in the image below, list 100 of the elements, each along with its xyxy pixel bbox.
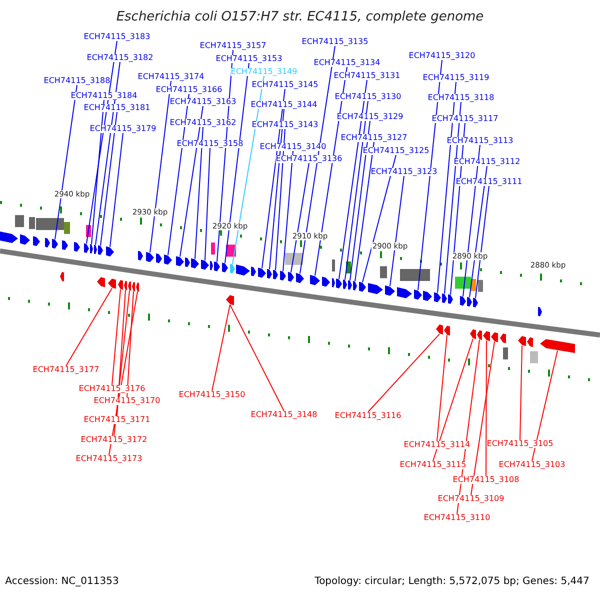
- gene-label: ECH74115_3158: [176, 140, 244, 148]
- gene-label: ECH74115_3127: [340, 134, 408, 142]
- gene-symbol: [214, 262, 220, 272]
- gene-symbol: [470, 329, 476, 340]
- leader-line: [100, 112, 118, 246]
- leader-line: [150, 80, 172, 253]
- gene-symbol: [397, 287, 412, 298]
- leader-line: [91, 100, 104, 245]
- gene-label: ECH74115_3182: [86, 54, 154, 62]
- gene-label: ECH74115_3188: [44, 77, 110, 85]
- gene-symbol: [128, 281, 131, 291]
- gene-symbol: [296, 272, 304, 284]
- gene-label: ECH74115_3111: [456, 178, 522, 186]
- gene-symbol: [106, 246, 114, 256]
- gene-symbol: [385, 285, 395, 296]
- gene-symbol: [527, 337, 533, 348]
- leader-line: [469, 166, 488, 298]
- leader-line: [350, 120, 370, 281]
- gene-label: ECH74115_3144: [250, 101, 318, 109]
- accession-text: Accession: NC_011353: [5, 577, 119, 587]
- gene-label: ECH74115_3145: [252, 81, 318, 89]
- leader-line: [95, 62, 120, 246]
- gene-label: ECH74115_3105: [486, 440, 554, 448]
- gene-symbol: [136, 282, 139, 292]
- gene-label: ECH74115_3170: [94, 397, 160, 405]
- gene-label: ECH74115_3172: [80, 436, 148, 444]
- gene-symbol: [518, 336, 526, 346]
- gene-label: ECH74115_3119: [422, 74, 490, 82]
- leader-line: [66, 288, 112, 366]
- gene-symbol: [414, 290, 422, 300]
- gene-symbol: [448, 294, 453, 304]
- gene-label: ECH74115_3125: [362, 147, 430, 155]
- gene-symbol: [156, 253, 162, 264]
- gene-label: ECH74115_3184: [70, 92, 138, 100]
- gene-symbol: [74, 242, 80, 252]
- leader-line: [470, 341, 495, 496]
- gene-symbol: [62, 240, 68, 250]
- leader-line: [269, 108, 284, 270]
- gene-label: ECH74115_3110: [424, 514, 490, 522]
- leader-line: [300, 46, 336, 274]
- leader-line: [486, 340, 487, 476]
- gene-symbol: [436, 324, 443, 334]
- gene-label: ECH74115_3103: [498, 461, 566, 469]
- leader-line: [532, 350, 558, 462]
- gene-symbol: [538, 306, 542, 316]
- gene-symbol: [176, 256, 184, 266]
- gene-label: ECH74115_3120: [408, 52, 476, 60]
- gene-symbol: [500, 334, 506, 344]
- leader-line: [230, 304, 284, 412]
- gene-symbol: [132, 282, 135, 292]
- gene-symbol: [460, 296, 466, 306]
- gene-symbol: [164, 254, 172, 265]
- gene-label: ECH74115_3174: [138, 73, 204, 81]
- gene-symbol: [20, 234, 30, 245]
- leader-line: [116, 290, 126, 416]
- gene-symbol: [94, 244, 97, 254]
- gene-symbol: [201, 260, 209, 270]
- gene-symbol: [138, 250, 143, 260]
- gene-symbol: [226, 295, 234, 306]
- gene-symbol: [423, 290, 432, 301]
- gene-symbol: [267, 268, 272, 279]
- leader-line: [390, 176, 404, 287]
- gene-label: ECH74115_3134: [314, 59, 380, 67]
- leader-line: [456, 339, 480, 514]
- gene-symbol: [222, 262, 228, 272]
- leader-line: [180, 106, 204, 258]
- gene-symbol: [336, 278, 342, 288]
- gene-symbol: [185, 257, 190, 268]
- gene-label: ECH74115_3181: [84, 104, 150, 112]
- leader-line: [112, 288, 121, 386]
- leader-line: [437, 82, 456, 294]
- gene-symbol: [60, 272, 64, 282]
- gene-symbol: [442, 293, 447, 304]
- leader-line: [168, 94, 190, 256]
- leader-line: [110, 132, 124, 248]
- gene-symbol: [322, 276, 330, 287]
- gene-symbol: [0, 232, 18, 243]
- gene-label: ECH74115_3177: [32, 366, 100, 374]
- leader-line: [475, 186, 490, 299]
- gene-symbol: [359, 282, 366, 292]
- leader-line: [262, 88, 286, 269]
- leader-line: [432, 338, 474, 462]
- gene-label: ECH74115_3157: [200, 42, 266, 50]
- gene-label: ECH74115_3118: [428, 94, 494, 102]
- leader-line: [212, 304, 230, 392]
- gene-symbol: [97, 277, 105, 288]
- gene-symbol: [45, 238, 50, 248]
- gene-symbol: [434, 292, 441, 302]
- gene-label: ECH74115_3171: [84, 416, 150, 424]
- leader-line: [194, 126, 204, 260]
- leader-line: [282, 150, 294, 272]
- gene-symbol: [84, 243, 89, 253]
- gene-symbol: [33, 236, 40, 246]
- gene-label: ECH74115_3108: [452, 476, 520, 484]
- gene-symbol: [146, 252, 154, 262]
- gene-label: ECH74115_3123: [370, 168, 438, 176]
- gene-label: ECH74115_3143: [252, 121, 318, 129]
- gene-symbol: [368, 283, 383, 294]
- gene-label: ECH74115_3166: [156, 86, 222, 94]
- leader-line: [520, 345, 522, 440]
